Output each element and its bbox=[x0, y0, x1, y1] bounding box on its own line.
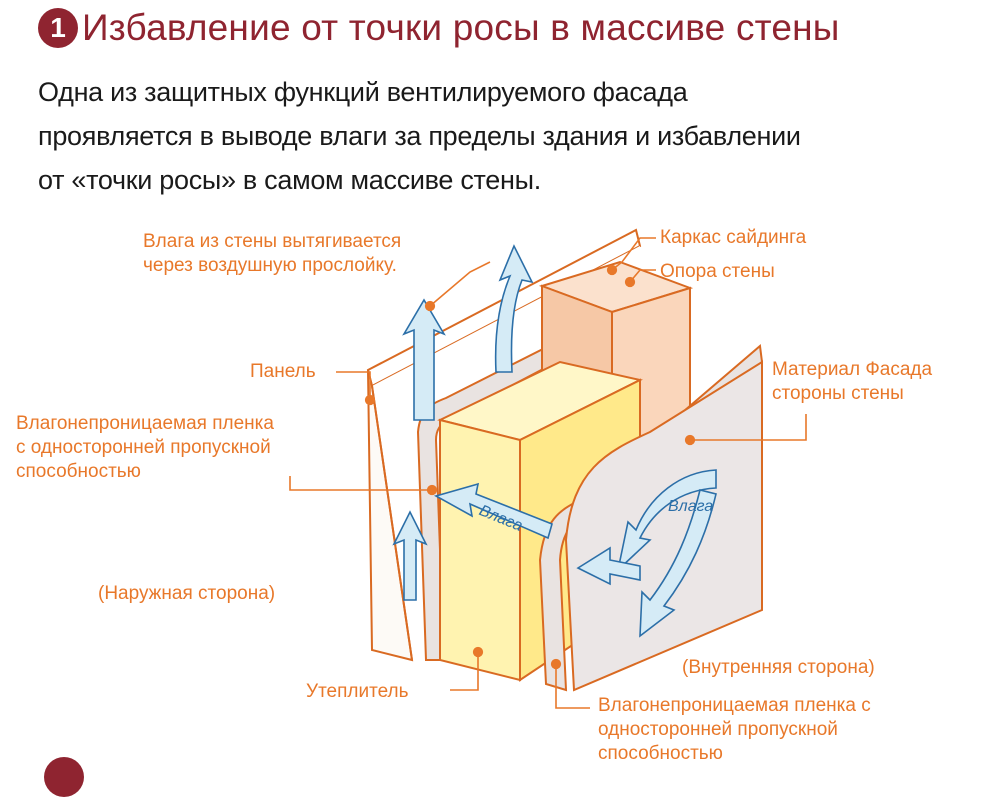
label-membrane-bottom: Влагонепроницаемая пленка с односторонне… bbox=[598, 695, 871, 762]
label-inner-side: (Внутренняя сторона) bbox=[682, 657, 875, 678]
leader-insulation bbox=[450, 646, 484, 691]
next-section-badge bbox=[44, 757, 84, 797]
label-moisture-out: Влага из стены вытягивается через воздуш… bbox=[143, 231, 402, 276]
label-facade-material: Материал Фасада стороны стены bbox=[772, 359, 933, 404]
arrow-down bbox=[639, 489, 717, 638]
intro-text: Одна из защитных функций вентилируемого … bbox=[38, 70, 968, 202]
label-siding-frame: Каркас сайдинга bbox=[660, 227, 807, 248]
leader-membrane-left bbox=[289, 476, 438, 496]
section-number-badge: 1 bbox=[38, 8, 78, 48]
leader-membrane-bottom bbox=[550, 658, 590, 709]
section-title: Избавление от точки росы в массиве стены bbox=[82, 7, 840, 48]
arrow-curve-left bbox=[616, 469, 717, 573]
arrow-up-lower bbox=[392, 510, 428, 601]
moisture-arrows bbox=[392, 244, 717, 638]
leader-wall-support bbox=[624, 269, 656, 288]
label-membrane-left: Влагонепроницаемая пленка с односторонне… bbox=[16, 413, 274, 482]
label-outer-side: (Наружная сторона) bbox=[98, 583, 276, 604]
intro-line: проявляется в выводе влаги за пределы зд… bbox=[38, 121, 801, 151]
leader-moisture-out bbox=[424, 261, 491, 312]
intro-line: Одна из защитных функций вентилируемого … bbox=[38, 77, 688, 107]
leader-facade bbox=[684, 414, 807, 446]
leader-panel bbox=[336, 371, 376, 406]
section-heading: 1 Избавление от точки росы в массиве сте… bbox=[38, 6, 840, 50]
intro-line: от «точки росы» в самом массиве стены. bbox=[38, 165, 541, 195]
leader-lines bbox=[289, 237, 807, 709]
arrow-up-left bbox=[402, 298, 446, 421]
leader-siding-frame bbox=[606, 237, 656, 276]
wall-diagram bbox=[289, 228, 807, 709]
facade-material-layer bbox=[538, 344, 764, 692]
label-panel: Панель bbox=[250, 361, 316, 382]
label-insulation: Утеплитель bbox=[306, 681, 409, 702]
arrow-up-right bbox=[494, 244, 534, 373]
label-moisture-right: Влага bbox=[668, 498, 714, 515]
label-wall-support: Опора стены bbox=[660, 261, 775, 282]
arrow-through-insulation bbox=[433, 482, 553, 540]
arrow-inward bbox=[576, 546, 641, 586]
